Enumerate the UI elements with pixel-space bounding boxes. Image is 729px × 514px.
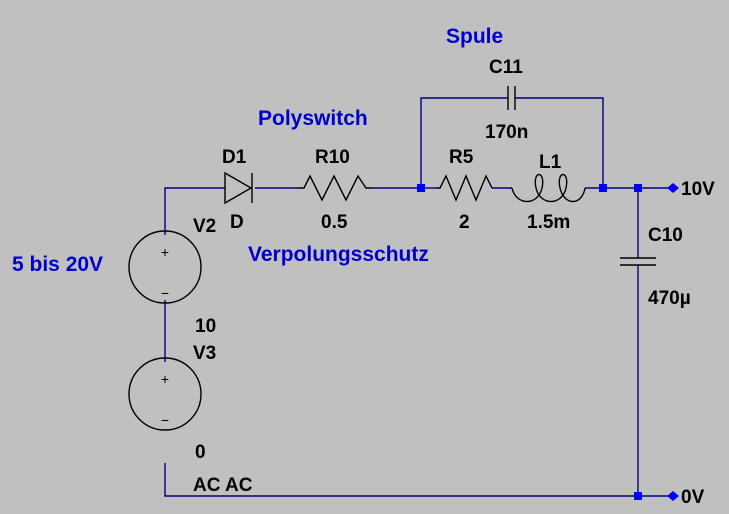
v2-name: V2: [193, 216, 216, 237]
net-label-10v: 10V: [681, 179, 715, 200]
resistor-r10[interactable]: [298, 174, 372, 202]
v3-ac-value: 0: [195, 442, 206, 463]
wire-v2-to-diode: [164, 187, 225, 235]
d1-value: D: [230, 212, 244, 233]
capacitor-c11[interactable]: [507, 86, 516, 110]
c11-value: 170n: [485, 122, 528, 143]
r5-name: R5: [449, 147, 474, 168]
wires: [164, 97, 673, 497]
c11-name: C11: [489, 57, 523, 78]
plus-sign: +: [161, 371, 169, 387]
net-flag-10v[interactable]: 10V: [667, 179, 715, 200]
junction-node: [417, 184, 425, 192]
l1-name: L1: [539, 152, 562, 173]
annotation-input-range: 5 bis 20V: [12, 253, 103, 276]
v3-value: 10: [195, 316, 216, 337]
net-flag-0v[interactable]: 0V: [667, 487, 705, 508]
wire-c11-left: [420, 97, 508, 188]
voltage-source-v2-circle: [128, 230, 202, 304]
c10-value: 470µ: [648, 288, 691, 309]
net-label-0v: 0V: [681, 487, 705, 508]
inductor-l1[interactable]: [511, 173, 586, 203]
r10-name: R10: [315, 147, 350, 168]
r5-value: 2: [459, 212, 470, 233]
annotation-verpolungsschutz: Verpolungsschutz: [248, 243, 429, 266]
net-flag-marker: [667, 491, 679, 501]
c10-name: C10: [648, 225, 683, 246]
v3-ac-label: AC AC: [193, 475, 253, 496]
voltage-source-v3-circle: [128, 357, 202, 431]
resistor-r5[interactable]: [436, 174, 493, 202]
minus-sign: −: [161, 412, 169, 428]
junction-node: [634, 184, 642, 192]
plus-sign: +: [161, 244, 169, 260]
capacitor-c10[interactable]: [620, 257, 656, 266]
minus-sign: −: [161, 285, 169, 301]
l1-value: 1.5m: [527, 212, 570, 233]
junctions: [417, 184, 642, 500]
wire-c11-right: [515, 97, 604, 188]
annotation-spule: Spule: [446, 25, 503, 48]
junction-node: [634, 492, 642, 500]
annotation-polyswitch: Polyswitch: [258, 107, 368, 130]
voltage-source-v3[interactable]: + −: [128, 357, 202, 431]
diode-d1[interactable]: [224, 171, 253, 205]
wire-ground: [164, 463, 673, 497]
v3-name: V3: [193, 343, 216, 364]
d1-name: D1: [222, 147, 247, 168]
r10-value: 0.5: [321, 212, 348, 233]
voltage-source-v2[interactable]: + −: [128, 230, 202, 304]
diode-triangle: [224, 171, 253, 205]
junction-node: [599, 184, 607, 192]
net-flag-marker: [667, 183, 679, 193]
